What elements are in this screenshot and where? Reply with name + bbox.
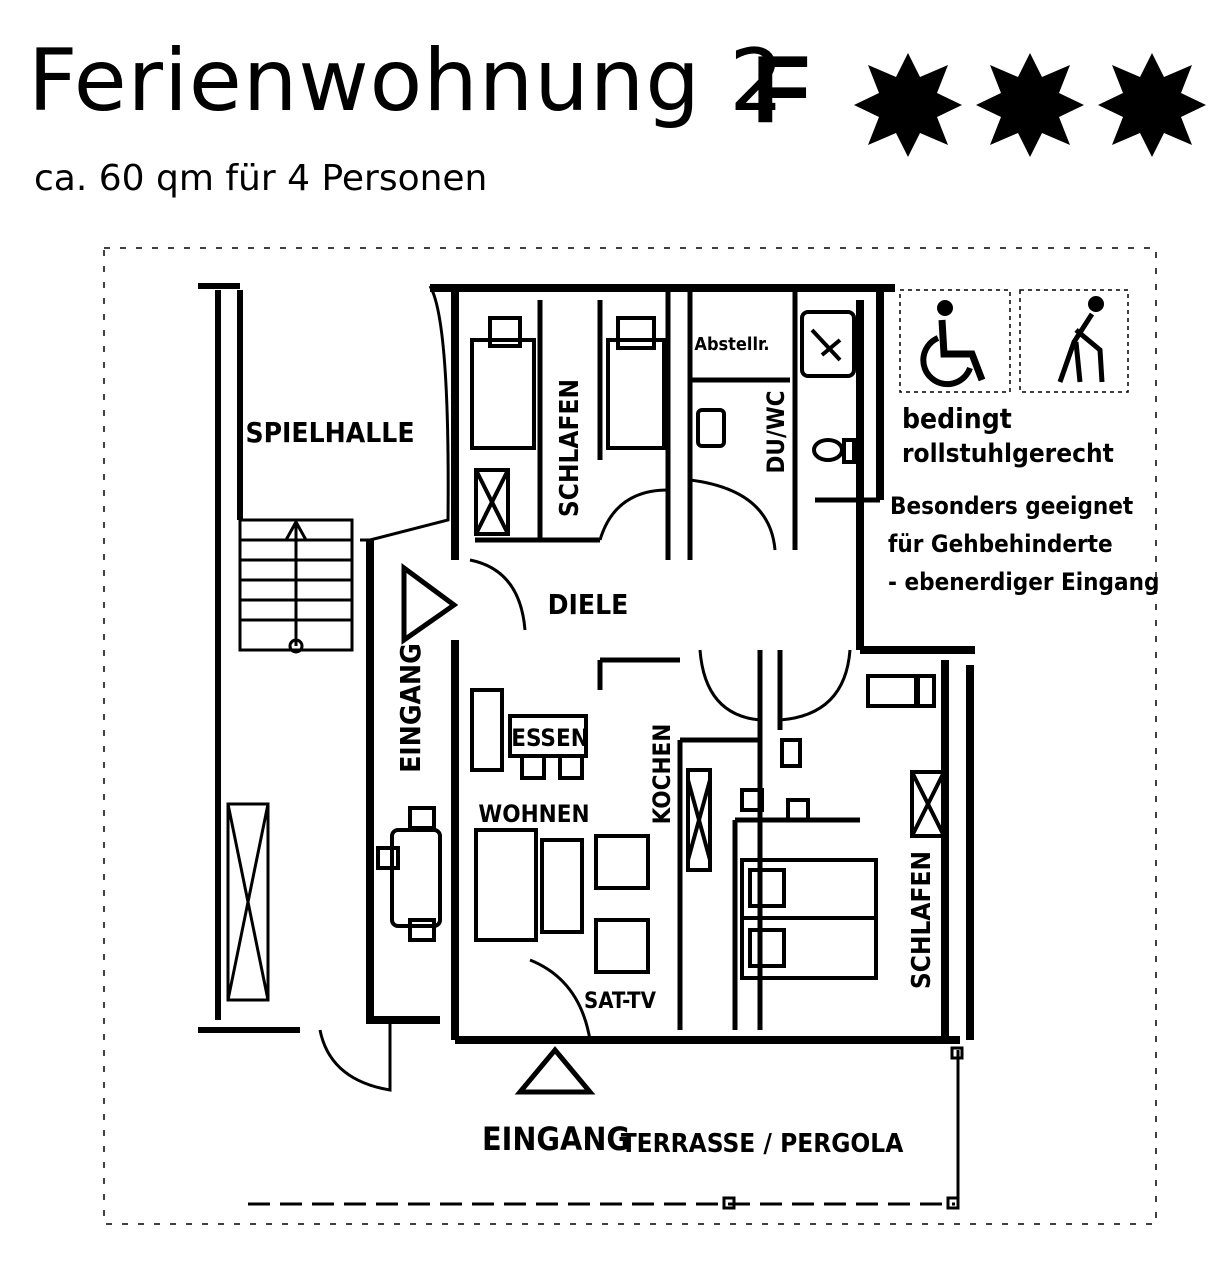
storage-box-left (226, 802, 270, 1002)
label-eingang-bottom: EINGANG (482, 1120, 630, 1158)
interior-walls (475, 290, 880, 1030)
apartment-walls (430, 284, 975, 1044)
terrace-outline (248, 1046, 964, 1210)
walking-cane-icon (1019, 289, 1129, 393)
star-icon (1098, 53, 1206, 157)
spielhalle-wall (360, 285, 450, 542)
label-du-wc: DU/WC (762, 390, 790, 473)
bathroom-fixtures (696, 310, 856, 464)
label-terrasse: TERRASSE / PERGOLA (621, 1129, 904, 1159)
door-arcs (469, 478, 852, 1041)
living-furniture (470, 674, 946, 974)
label-wohnen: WOHNEN (478, 800, 589, 828)
page-subtitle: ca. 60 qm für 4 Personen (34, 158, 488, 199)
bed-bedroom-1 (470, 316, 666, 536)
plot-border (103, 247, 1157, 1225)
entrance-arrow-side (401, 563, 459, 645)
accessibility-note1: Besonders geeignet (890, 492, 1133, 520)
category-grade: F (752, 36, 811, 143)
label-kochen: KOCHEN (648, 724, 676, 825)
bed-bedroom-2 (740, 738, 878, 980)
star-icon (976, 53, 1084, 157)
entrance-arrow-bottom (514, 1046, 596, 1095)
label-sat-tv: SAT-TV (584, 989, 657, 1014)
patio-table (376, 806, 442, 942)
star-icon (854, 53, 962, 157)
page-title: Ferienwohnung 2 (28, 31, 785, 131)
label-essen: ESSEN (511, 724, 589, 752)
accessibility-line1: bedingt (902, 402, 1012, 435)
label-schlafen-1: SCHLAFEN (555, 379, 585, 517)
accessibility-note3: - ebenerdiger Eingang (888, 568, 1159, 596)
left-corridor-walls (198, 283, 300, 1033)
label-schlafen-2: SCHLAFEN (907, 851, 937, 989)
door-arc-left (318, 1020, 392, 1092)
accessibility-line2: rollstuhlgerecht (902, 439, 1114, 469)
label-abstell: Abstellr. (694, 334, 769, 355)
label-spielhalle: SPIELHALLE (245, 416, 414, 449)
label-eingang-side: EINGANG (394, 643, 427, 773)
stairs (238, 518, 354, 654)
entrance-wall (366, 540, 440, 1024)
label-diele: DIELE (548, 588, 629, 621)
accessibility-note2: für Gehbehinderte (888, 530, 1113, 558)
rating-stars (854, 53, 1206, 157)
wheelchair-icon (899, 289, 1011, 393)
